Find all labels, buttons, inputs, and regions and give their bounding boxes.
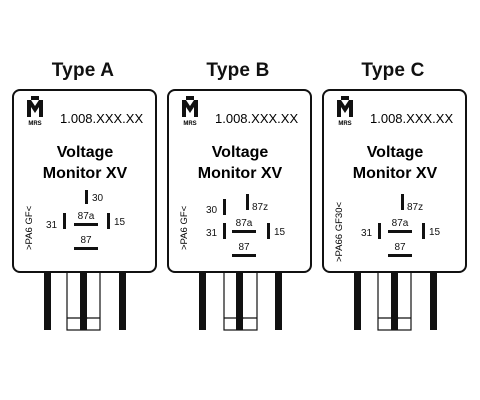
mrs-logo-icon: MRS <box>182 96 198 127</box>
part-number: 1.008.XXX.XX <box>215 111 298 126</box>
part-number: 1.008.XXX.XX <box>60 111 143 126</box>
pin-layout: 30 87z 31 87a 15 87 <box>206 194 286 257</box>
relay-housing <box>167 89 312 273</box>
pin-label: 87z <box>407 202 423 213</box>
product-name-line1: Voltage <box>57 144 114 161</box>
pin-15-mark <box>107 213 110 229</box>
pin-label: 15 <box>274 227 286 238</box>
terminal-rivet <box>391 314 399 322</box>
terminal-rivet <box>80 314 88 322</box>
terminal-rivet <box>236 314 244 322</box>
product-name-line2: Monitor XV <box>353 165 438 182</box>
pin-15-mark <box>422 223 425 239</box>
mrs-logo-icon: MRS <box>27 96 43 127</box>
relay-housing <box>322 89 467 273</box>
type-c-title: Type C <box>361 60 425 81</box>
pin-31-mark <box>223 223 226 239</box>
part-number: 1.008.XXX.XX <box>370 111 453 126</box>
pin-layout: 87z 31 87a 15 87 <box>361 194 441 257</box>
pin-87z-mark <box>401 194 404 210</box>
mrs-logo-icon: MRS <box>337 96 353 127</box>
material-label: >PA6 GF< <box>24 205 35 250</box>
pin-label: 31 <box>361 228 373 239</box>
pin-label: 15 <box>429 227 441 238</box>
product-name-line2: Monitor XV <box>43 165 128 182</box>
pin-label: 30 <box>206 205 218 216</box>
pin-label: 87a <box>236 218 253 229</box>
pin-label: 87a <box>78 211 95 222</box>
type-a-title: Type A <box>51 60 115 81</box>
pin-87-mark <box>74 247 98 250</box>
pin-layout: 30 31 87a 15 87 <box>46 190 126 250</box>
logo-text: MRS <box>28 121 41 127</box>
pin-30-mark <box>85 190 88 204</box>
pin-87a-mark <box>232 230 256 233</box>
pin-87a-mark <box>388 230 412 233</box>
pin-label: 87 <box>394 242 406 253</box>
pin-label: 87a <box>392 218 409 229</box>
pin-label: 87 <box>238 242 250 253</box>
pin-label: 31 <box>46 220 58 231</box>
pin-label: 87z <box>252 202 268 213</box>
pin-label: 87 <box>80 235 92 246</box>
pin-87z-mark <box>246 194 249 210</box>
relay-housing <box>12 89 157 273</box>
pin-31-mark <box>378 223 381 239</box>
product-name-line1: Voltage <box>367 144 424 161</box>
product-name-line1: Voltage <box>212 144 269 161</box>
logo-text: MRS <box>183 121 196 127</box>
relay-terminals <box>354 270 437 330</box>
pin-label: 31 <box>206 228 218 239</box>
pin-31-mark <box>63 213 66 229</box>
pin-15-mark <box>267 223 270 239</box>
pin-87a-mark <box>74 223 98 226</box>
pin-label: 15 <box>114 217 126 228</box>
product-name-line2: Monitor XV <box>198 165 283 182</box>
pin-30-mark <box>223 199 226 215</box>
pin-87-mark <box>388 254 412 257</box>
relay-terminals <box>44 270 126 330</box>
pin-label: 30 <box>92 193 104 204</box>
type-b-title: Type B <box>206 60 270 81</box>
logo-text: MRS <box>338 121 351 127</box>
pin-87-mark <box>232 254 256 257</box>
relay-terminals <box>199 270 282 330</box>
material-label: >PA66 GF30< <box>334 202 345 262</box>
material-label: >PA6 GF< <box>179 205 190 250</box>
